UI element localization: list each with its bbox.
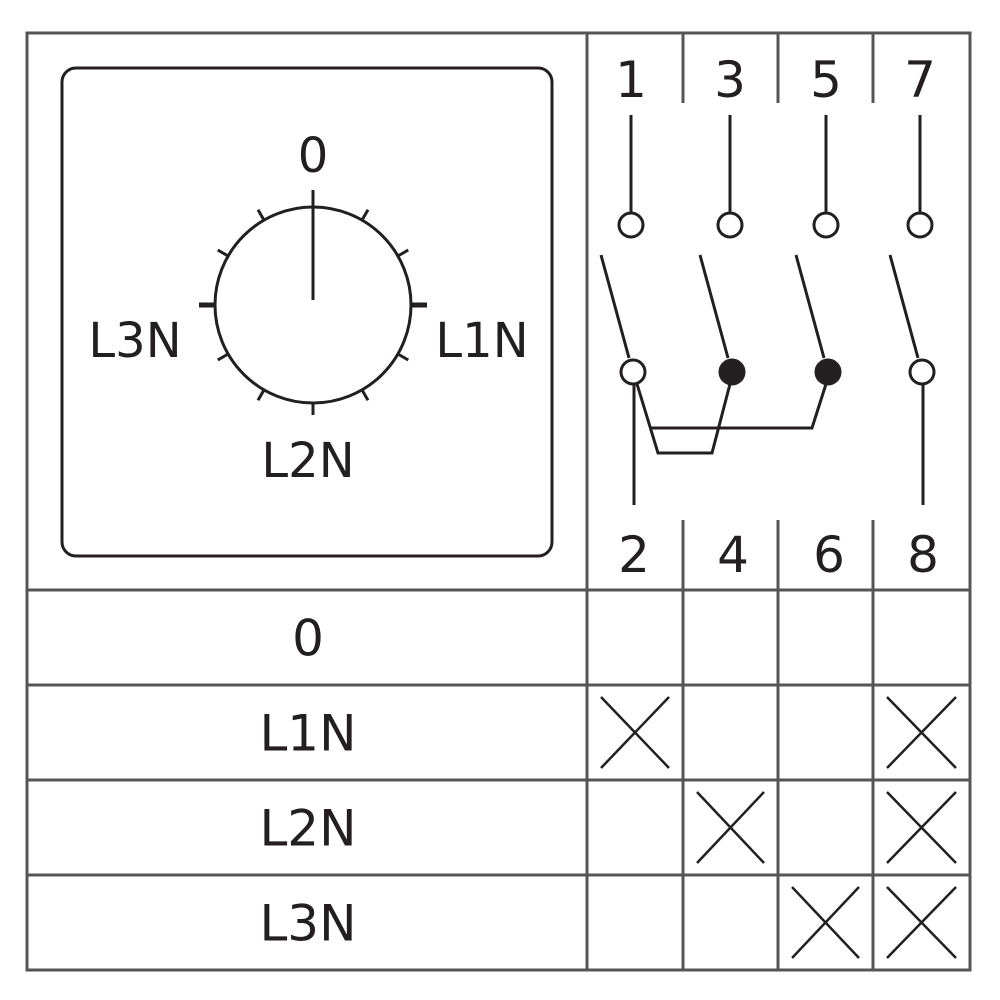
fixed-contact (906, 211, 934, 239)
table-row-label: L3N (259, 895, 356, 953)
dial-label-0: 0 (298, 128, 329, 184)
bridge-link (635, 383, 732, 455)
terminal-label-bottom: 8 (907, 526, 939, 584)
closed-contact-cross-icon (600, 696, 670, 769)
rotary-dial (199, 190, 427, 415)
pivot-filled (718, 358, 746, 386)
dial-tick (216, 352, 229, 362)
terminal-label-bottom: 4 (717, 526, 749, 584)
bridge-link (651, 383, 828, 430)
dial-panel (60, 66, 554, 558)
closed-contact-cross-icon (696, 791, 765, 864)
fixed-contact (716, 211, 744, 239)
contact-schematic: 1 2 3 4 5 6 7 8 (599, 33, 939, 590)
dial-tick (397, 352, 410, 362)
fixed-contact (617, 211, 645, 239)
dial-tick (256, 208, 266, 221)
dial-tick (360, 208, 370, 221)
outer-frame (25, 31, 972, 972)
moving-contact-lever (698, 254, 730, 359)
table-row-label: L1N (259, 705, 356, 763)
moving-contact-lever (794, 254, 826, 359)
pivot-filled (814, 358, 842, 386)
moving-contact-lever (888, 254, 920, 359)
moving-contact-lever (599, 254, 631, 359)
fixed-contact (812, 211, 840, 239)
closed-contact-cross-icon (886, 886, 957, 959)
table-row-label: L2N (259, 800, 356, 858)
terminal-label-top: 3 (714, 51, 746, 109)
closed-contact-cross-icon (791, 886, 860, 959)
dial-tick (216, 248, 229, 258)
closed-contact-cross-icon (886, 696, 957, 769)
closed-contact-cross-icon (886, 791, 957, 864)
pivot-open (619, 358, 647, 386)
terminal-label-top: 1 (615, 51, 647, 109)
dial-tick (360, 389, 370, 402)
terminal-label-bottom: 6 (813, 526, 845, 584)
dial-label-l3n: L3N (88, 313, 181, 369)
pivot-open (908, 358, 936, 386)
dial-tick (397, 248, 410, 258)
dial-label-l2n: L2N (261, 433, 354, 489)
dial-tick (256, 389, 266, 402)
terminal-label-top: 5 (810, 51, 842, 109)
dial-label-l1n: L1N (435, 313, 528, 369)
table-row-label: 0 (292, 610, 324, 668)
terminal-label-bottom: 2 (618, 526, 650, 584)
terminal-label-top: 7 (904, 51, 936, 109)
